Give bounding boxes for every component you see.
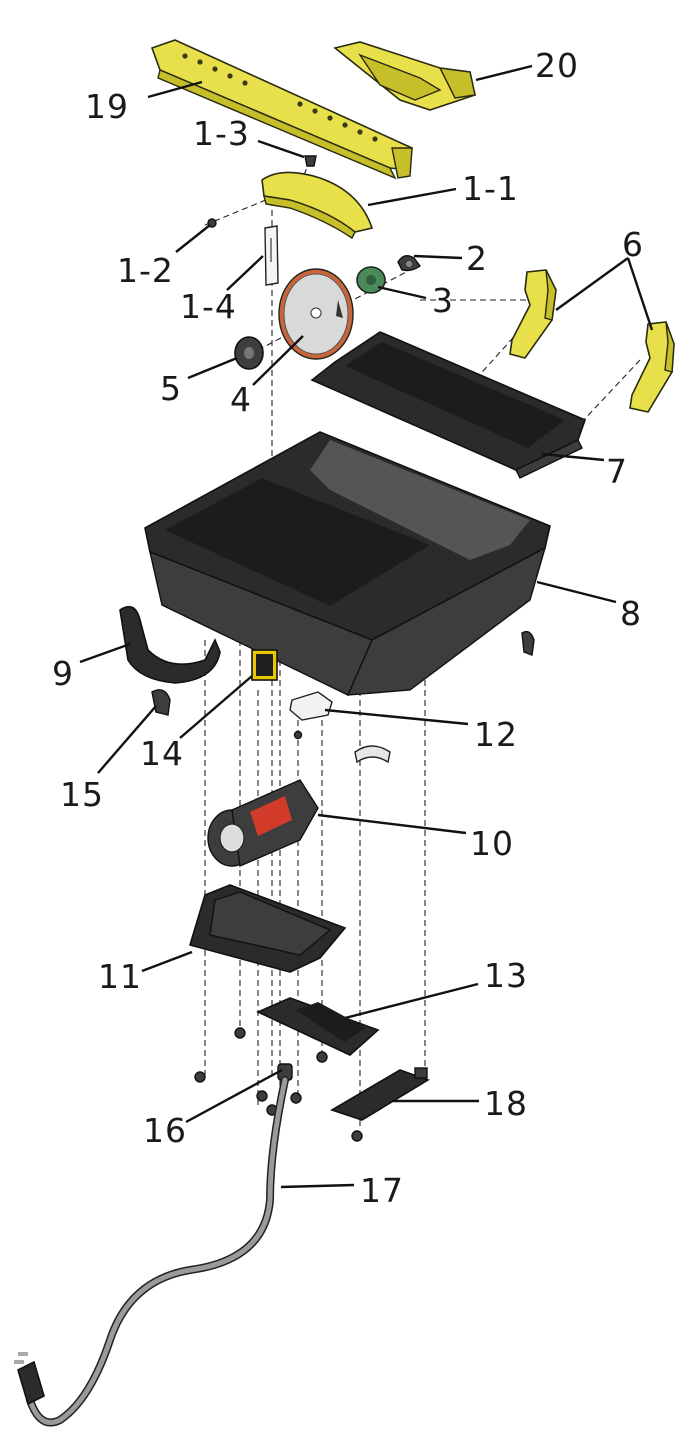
callout-12: 12 bbox=[474, 715, 518, 754]
callout-9: 9 bbox=[52, 654, 74, 693]
part-6-support-left bbox=[509, 269, 557, 359]
part-15-clip bbox=[151, 689, 171, 716]
leader-lines bbox=[79, 64, 654, 1189]
callout-2: 2 bbox=[466, 239, 488, 278]
side-clip-right bbox=[521, 630, 535, 656]
arc-clip bbox=[354, 745, 391, 764]
callout-17: 17 bbox=[360, 1171, 404, 1210]
callout-15: 15 bbox=[60, 775, 104, 814]
callout-3: 3 bbox=[432, 281, 454, 320]
callout-19: 19 bbox=[85, 87, 129, 126]
part-11-bottom-cover bbox=[188, 884, 347, 973]
tray-grid bbox=[345, 342, 565, 448]
part-6-support-right bbox=[629, 321, 675, 413]
part-14-switch bbox=[251, 649, 278, 681]
callout-14: 14 bbox=[140, 734, 184, 773]
part-13-plate bbox=[256, 997, 380, 1056]
part-12-box bbox=[289, 691, 333, 740]
part-7-tray bbox=[310, 331, 587, 479]
part-1-3-screw bbox=[304, 155, 317, 167]
part-3-flange bbox=[356, 266, 386, 294]
base-grid bbox=[165, 478, 430, 606]
callout-1-2: 1-2 bbox=[117, 251, 174, 290]
callout-1-1: 1-1 bbox=[462, 169, 519, 208]
callout-16: 16 bbox=[143, 1111, 187, 1150]
part-20-guide bbox=[333, 41, 476, 111]
callout-11: 11 bbox=[98, 957, 142, 996]
part-1-1-blade-guard bbox=[261, 171, 374, 240]
part-9-handle bbox=[119, 605, 221, 684]
callout-13: 13 bbox=[484, 956, 528, 995]
part-2-wing-nut bbox=[397, 255, 421, 272]
part-18-panel bbox=[330, 1067, 430, 1121]
callout-20: 20 bbox=[535, 46, 579, 85]
part-1-4-knife bbox=[264, 225, 279, 286]
screws bbox=[194, 1027, 363, 1142]
callout-1-4: 1-4 bbox=[180, 287, 237, 326]
part-17-cord bbox=[14, 1076, 289, 1427]
callout-8: 8 bbox=[620, 594, 642, 633]
callout-7: 7 bbox=[606, 452, 628, 491]
part-5-flange bbox=[234, 336, 264, 370]
callout-labels: 19 20 1-3 1-1 1-2 1-4 2 3 6 5 4 7 8 9 14… bbox=[52, 46, 644, 1210]
part-4-blade bbox=[278, 268, 354, 360]
callout-1-3: 1-3 bbox=[193, 114, 250, 153]
part-19-rail bbox=[150, 39, 413, 180]
callout-10: 10 bbox=[470, 824, 514, 863]
plug bbox=[14, 1352, 45, 1406]
part-8-base bbox=[144, 431, 551, 696]
part-10-motor bbox=[207, 779, 319, 868]
callout-5: 5 bbox=[160, 369, 182, 408]
callout-18: 18 bbox=[484, 1084, 528, 1123]
callout-6: 6 bbox=[622, 225, 644, 264]
callout-4: 4 bbox=[230, 380, 252, 419]
